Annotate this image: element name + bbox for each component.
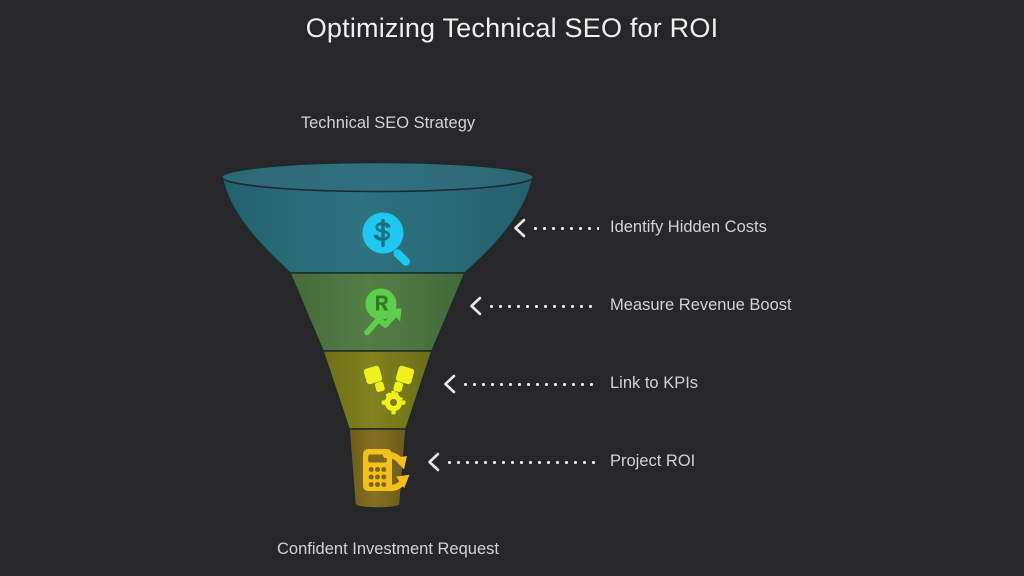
calculator-refresh-icon — [359, 440, 417, 498]
funnel-rim — [220, 161, 535, 193]
arrow-left-icon — [444, 374, 456, 394]
arrow-left-icon — [514, 218, 526, 238]
stage-label-3: Link to KPIs — [610, 374, 699, 392]
dotted-line — [445, 460, 597, 464]
stage-label-1: Identify Hidden Costs — [610, 218, 767, 236]
stage-label-2: Measure Revenue Boost — [610, 296, 792, 314]
stage-label-4: Project ROI — [610, 452, 696, 470]
dotted-line — [531, 226, 599, 230]
magnifier-dollar-icon — [357, 207, 421, 271]
dotted-line — [461, 382, 597, 386]
page-title: Optimizing Technical SEO for ROI — [305, 13, 719, 43]
revenue-growth-arrow-icon — [358, 284, 420, 346]
arrow-left-icon — [428, 452, 440, 472]
arrow-left-icon — [470, 296, 482, 316]
kpi-gear-link-icon — [359, 362, 419, 422]
connector-row-1 — [513, 215, 599, 241]
connector-row-2 — [469, 293, 597, 319]
connector-row-3 — [443, 371, 597, 397]
connector-row-4 — [427, 449, 597, 475]
dotted-line — [487, 304, 597, 308]
funnel-top-label: Technical SEO Strategy — [300, 114, 476, 132]
funnel-bottom-label: Confident Investment Request — [277, 540, 499, 558]
